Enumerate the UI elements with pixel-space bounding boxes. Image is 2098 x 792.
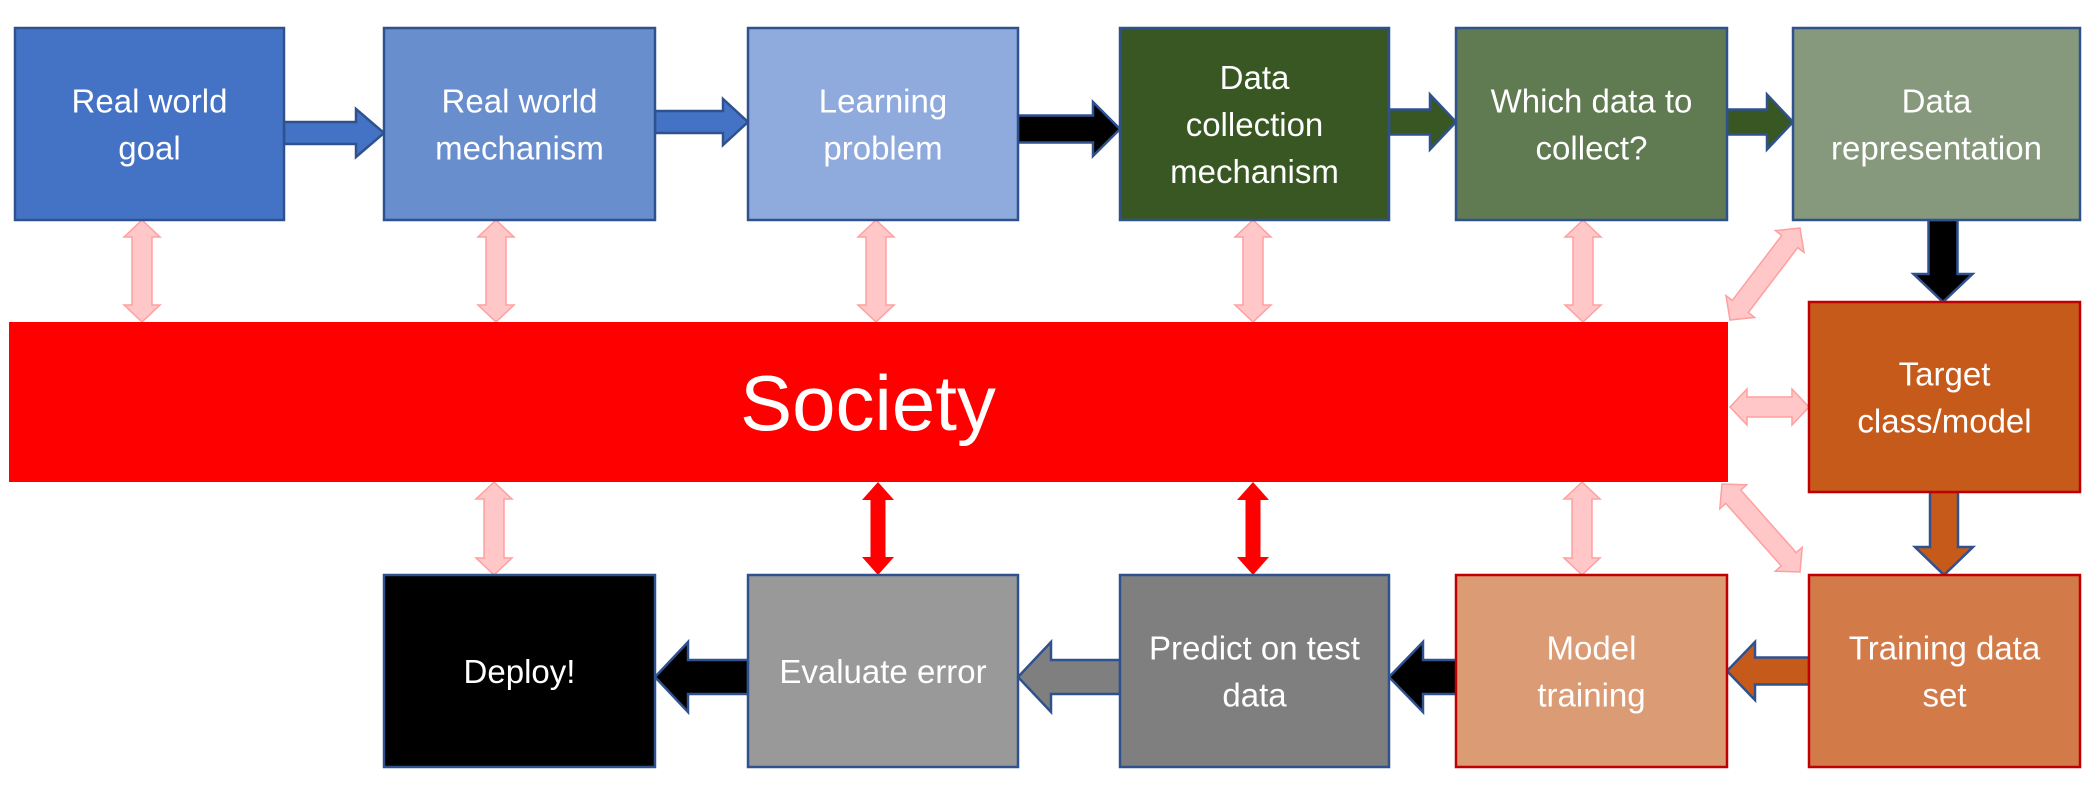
flow-arrow-real-world-mechanism-to-learning-problem bbox=[653, 96, 750, 148]
society-links bbox=[122, 218, 1811, 577]
society-block: Society bbox=[9, 322, 1728, 482]
node-label: Model bbox=[1547, 630, 1637, 667]
pipeline-nodes: Real world goal Real world mechanism Learnin… bbox=[13, 26, 2082, 769]
node-box bbox=[382, 573, 657, 769]
node-label: Which data to bbox=[1491, 83, 1693, 120]
node-box bbox=[1454, 26, 1729, 222]
society-label: Society bbox=[740, 359, 996, 447]
society-link-training-data-set bbox=[1718, 483, 1804, 573]
flow-arrow-training-data-set-to-model-training bbox=[1725, 638, 1811, 704]
node-deploy: Deploy! bbox=[382, 573, 657, 769]
flow-arrow-model-training-to-predict-on-test-data bbox=[1387, 638, 1460, 716]
node-box bbox=[1118, 26, 1391, 222]
flow-arrow-data-collection-mechanism-to-which-data-to-collect bbox=[1387, 91, 1458, 153]
society-link-predict-on-test-data bbox=[1237, 482, 1269, 575]
society-bar bbox=[9, 322, 1728, 482]
node-label: problem bbox=[823, 130, 942, 167]
node-predict-on-test-data: Predict on test data bbox=[1118, 573, 1391, 769]
node-label: Data bbox=[1902, 83, 1972, 120]
node-box bbox=[1807, 300, 2082, 494]
society-link-real-world-goal bbox=[122, 218, 162, 324]
society-link-data-collection-mechanism bbox=[1233, 218, 1273, 324]
node-label: set bbox=[1922, 677, 1966, 714]
node-learning-problem: Learning problem bbox=[746, 26, 1020, 222]
node-real-world-goal: Real world goal bbox=[13, 26, 286, 222]
node-label: data bbox=[1222, 677, 1287, 714]
node-label: collect? bbox=[1536, 130, 1648, 167]
flow-arrow-learning-problem-to-data-collection-mechanism bbox=[1016, 98, 1122, 160]
node-real-world-mechanism: Real world mechanism bbox=[382, 26, 657, 222]
node-target-class-model: Target class/model bbox=[1807, 300, 2082, 494]
society-link-real-world-mechanism bbox=[476, 218, 516, 324]
society-link-data-representation bbox=[1724, 227, 1806, 321]
node-label: Training data bbox=[1849, 630, 2041, 667]
society-link-which-data-to-collect bbox=[1563, 218, 1603, 324]
node-model-training: Model training bbox=[1454, 573, 1729, 769]
flow-arrows bbox=[282, 91, 1977, 716]
society-link-target-class-model bbox=[1728, 387, 1811, 427]
node-label: Real world bbox=[72, 83, 228, 120]
node-box bbox=[1807, 573, 2082, 769]
node-label: Deploy! bbox=[464, 653, 576, 690]
flow-arrow-real-world-goal-to-real-world-mechanism bbox=[282, 106, 386, 160]
node-label: training bbox=[1537, 677, 1645, 714]
node-label: Evaluate error bbox=[779, 653, 986, 690]
node-box bbox=[1791, 26, 2082, 222]
node-label: Target bbox=[1899, 356, 1991, 393]
node-label: mechanism bbox=[1170, 153, 1339, 190]
node-label: representation bbox=[1831, 130, 2042, 167]
node-label: mechanism bbox=[435, 130, 604, 167]
node-label: collection bbox=[1186, 106, 1324, 143]
node-box bbox=[382, 26, 657, 222]
node-box bbox=[13, 26, 286, 222]
node-label: Real world bbox=[442, 83, 598, 120]
flow-arrow-data-representation-to-target-class-model bbox=[1910, 218, 1976, 304]
node-data-representation: Data representation bbox=[1791, 26, 2082, 222]
society-link-evaluate-error bbox=[862, 482, 894, 575]
society-link-learning-problem bbox=[856, 218, 896, 324]
node-training-data-set: Training data set bbox=[1807, 573, 2082, 769]
node-which-data-to-collect: Which data to collect? bbox=[1454, 26, 1729, 222]
node-box bbox=[746, 573, 1020, 769]
node-label: goal bbox=[118, 130, 180, 167]
flow-arrow-target-class-model-to-training-data-set bbox=[1911, 490, 1977, 577]
node-data-collection-mechanism: Data collection mechanism bbox=[1118, 26, 1391, 222]
society-link-model-training bbox=[1562, 480, 1602, 577]
node-box bbox=[1454, 573, 1729, 769]
node-evaluate-error: Evaluate error bbox=[746, 573, 1020, 769]
node-box bbox=[1118, 573, 1391, 769]
node-label: Learning bbox=[819, 83, 947, 120]
node-label: Predict on test bbox=[1149, 630, 1360, 667]
node-label: class/model bbox=[1857, 403, 2031, 440]
flow-arrow-predict-on-test-data-to-evaluate-error bbox=[1016, 638, 1122, 716]
node-label: Data bbox=[1220, 59, 1290, 96]
node-box bbox=[746, 26, 1020, 222]
flow-arrow-evaluate-error-to-deploy bbox=[653, 638, 750, 716]
society-link-deploy bbox=[474, 480, 514, 577]
flow-arrow-which-data-to-collect-to-data-representation bbox=[1725, 91, 1795, 153]
